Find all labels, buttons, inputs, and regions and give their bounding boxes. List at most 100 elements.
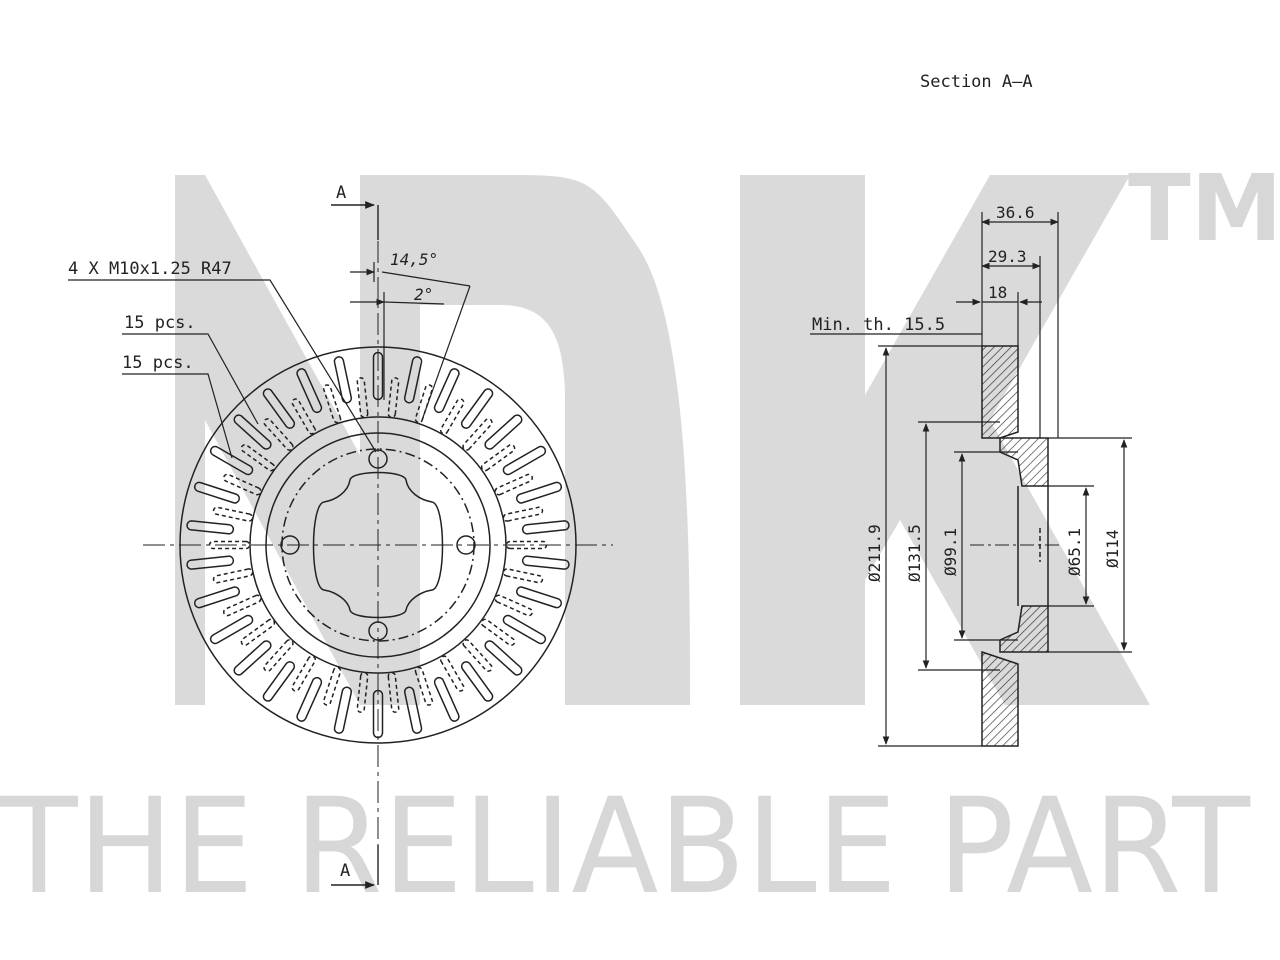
vent-slot-outer: [209, 445, 254, 476]
vent-slot-outer: [186, 555, 235, 570]
vent-slot-inner: [494, 473, 534, 496]
vent-slot-outer: [521, 520, 570, 535]
vent-slot-outer: [372, 351, 384, 401]
section-marker-top-arrow: [331, 201, 379, 240]
vent-slot-outer: [433, 368, 460, 414]
dim-dia-114: [1048, 437, 1132, 653]
section-marker-bottom-arrow: [331, 845, 379, 889]
dim-label-29-3: 29.3: [988, 247, 1027, 266]
leader-outer-slots: [122, 333, 259, 425]
angle-label-14-5: 14,5°: [390, 250, 438, 269]
dim-thickness-18: [956, 292, 1042, 346]
vent-slot-inner: [356, 377, 369, 418]
vent-slot-outer: [372, 689, 384, 739]
vent-slot-outer: [209, 614, 254, 645]
vent-slot-inner: [480, 444, 516, 472]
dim-depth-29-3: [981, 256, 1041, 438]
vent-slot-inner: [414, 384, 434, 424]
disc-ring-bottom: [981, 650, 1019, 747]
vent-slot-inner: [263, 639, 294, 672]
vent-slot-inner: [208, 540, 251, 550]
dim-dia-99-1: [954, 451, 1018, 641]
vent-slot-inner: [439, 655, 465, 692]
angle-label-2: 2°: [414, 285, 433, 304]
vent-slot-inner: [222, 594, 262, 617]
angle-dimension-2: [350, 292, 445, 400]
leader-inner-slots: [122, 373, 233, 459]
dia-label-65-1: Ø65.1: [1065, 528, 1084, 576]
vent-slot-inner: [212, 506, 254, 522]
vent-slot-outer: [296, 368, 323, 414]
count-outer-label: 15 pcs.: [124, 313, 196, 333]
section-view: [810, 212, 1132, 747]
vent-slot-outer: [521, 555, 570, 570]
dia-label-131-5: Ø131.5: [905, 524, 924, 582]
watermark-slogan: THE RELIABLE PART: [0, 770, 1251, 924]
vent-slot-inner: [263, 418, 294, 451]
vent-slot-outer: [233, 640, 272, 676]
vent-slot-inner: [387, 672, 400, 713]
count-inner-label: 15 pcs.: [122, 353, 194, 373]
section-marker-top: A: [336, 183, 346, 203]
vent-slot-outer: [193, 481, 241, 504]
vent-slot-outer: [262, 388, 296, 429]
dia-label-211-9: Ø211.9: [865, 524, 884, 582]
center-lines: [143, 205, 613, 870]
vent-slot-inner: [494, 594, 534, 617]
front-view: [68, 201, 613, 889]
vent-slot-inner: [480, 618, 516, 646]
vent-slot-outer: [233, 414, 272, 450]
vent-slot-outer: [404, 356, 423, 404]
vent-slot-outer: [484, 640, 523, 676]
ventilation-slots: [186, 351, 570, 739]
vent-slot-outer: [515, 481, 563, 504]
bolt-spec-label: 4 X M10x1.25 R47: [68, 259, 232, 279]
vent-slot-inner: [212, 568, 254, 584]
vent-slot-inner: [462, 418, 493, 451]
vent-slot-outer: [296, 676, 323, 722]
vent-slot-outer: [333, 686, 352, 734]
vent-slot-inner: [505, 540, 548, 550]
dim-dia-65-1: [1048, 485, 1094, 607]
vent-slot-outer: [502, 614, 547, 645]
section-title: Section A–A: [920, 72, 1033, 92]
dim-label-18: 18: [988, 283, 1007, 302]
vent-slot-outer: [193, 586, 241, 609]
vent-slot-outer: [262, 661, 296, 702]
vent-slot-inner: [502, 568, 544, 584]
vent-slot-inner: [502, 506, 544, 522]
dim-dia-211-9: [878, 345, 982, 747]
dia-label-114: Ø114: [1103, 529, 1122, 568]
ventilation-slots-inner: [208, 377, 548, 713]
vent-slot-inner: [462, 639, 493, 672]
dia-label-99-1: Ø99.1: [941, 528, 960, 576]
vent-slot-outer: [404, 686, 423, 734]
vent-slot-outer: [515, 586, 563, 609]
leader-lines: [68, 279, 377, 459]
vent-slot-outer: [433, 676, 460, 722]
vent-slot-outer: [460, 661, 494, 702]
vent-slot-outer: [333, 356, 352, 404]
center-bore-outline: [312, 471, 444, 619]
disc-ring-top: [981, 345, 1019, 439]
vent-slot-inner: [222, 473, 262, 496]
vent-slot-outer: [484, 414, 523, 450]
vent-slot-inner: [240, 444, 276, 472]
vent-slot-outer: [502, 445, 547, 476]
dim-label-36-6: 36.6: [996, 203, 1035, 222]
vent-slot-inner: [439, 398, 465, 435]
section-marker-bottom: A: [340, 861, 350, 881]
vent-slot-inner: [291, 398, 317, 435]
vent-slot-inner: [322, 666, 342, 706]
leader-bolt-spec: [68, 279, 377, 453]
vent-slot-inner: [322, 384, 342, 424]
vent-slot-inner: [240, 618, 276, 646]
dim-dia-131-5: [918, 421, 1000, 671]
angle-dimension-14-5: [350, 262, 471, 421]
watermark-trademark: TM: [1128, 155, 1280, 262]
dim-width-36-6: [981, 212, 1059, 438]
vent-slot-outer: [460, 388, 494, 429]
vent-slot-inner: [387, 377, 400, 418]
vent-slot-inner: [291, 655, 317, 692]
